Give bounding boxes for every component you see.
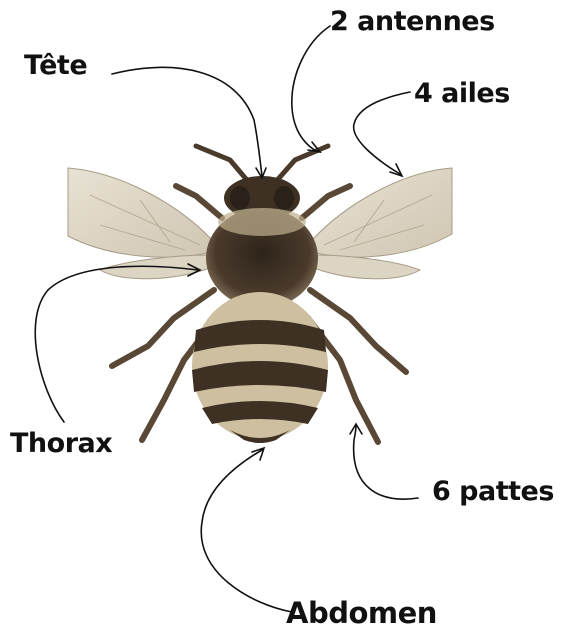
label-abdomen: Abdomen (286, 596, 437, 630)
label-thorax: Thorax (10, 428, 112, 459)
bee-abdomen (192, 292, 328, 443)
pointer-antennae (292, 26, 330, 152)
pointer-head (112, 67, 262, 176)
pointer-legs (354, 426, 418, 499)
label-antennae: 2 antennes (330, 6, 495, 37)
pointer-wings (354, 92, 410, 174)
label-wings: 4 ailes (414, 78, 510, 109)
right-wings (312, 168, 452, 279)
pointer-thorax (35, 266, 198, 422)
left-wings (68, 168, 212, 279)
label-head: Tête (24, 50, 87, 81)
pointer-abdomen (201, 450, 292, 612)
label-legs: 6 pattes (432, 476, 554, 507)
